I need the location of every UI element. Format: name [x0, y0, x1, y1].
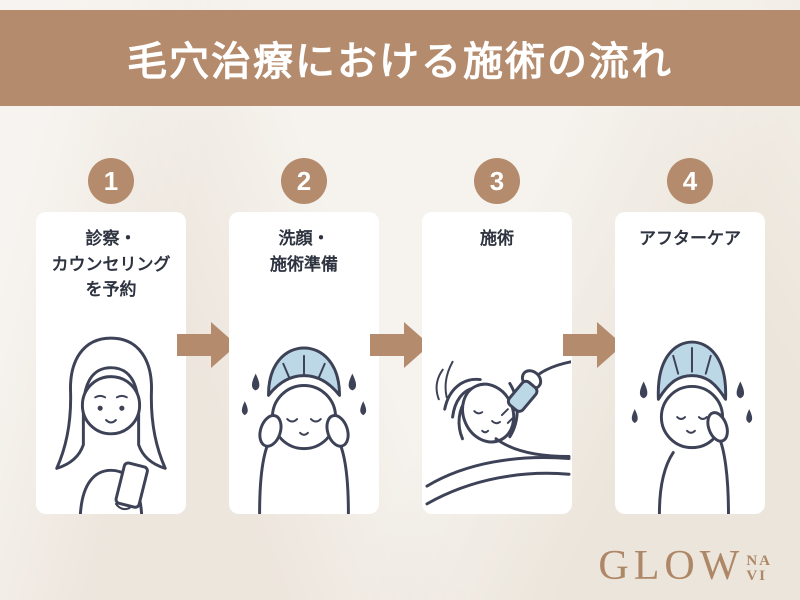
step-label: アフターケア	[639, 229, 741, 248]
logo-sub-top: NA	[746, 553, 772, 569]
arrow-shaft	[563, 334, 597, 356]
woman-receiving-facial-treatment-illustration	[425, 360, 571, 506]
step-number-badge: 1	[88, 158, 134, 204]
step-number-badge: 3	[474, 158, 520, 204]
page-title: 毛穴治療における施術の流れ	[127, 40, 673, 84]
arrow-shaft	[177, 334, 211, 356]
step-label: 洗顔・ 施術準備	[270, 229, 338, 274]
title-banner: 毛穴治療における施術の流れ	[0, 10, 800, 106]
step-column-4: 4 アフターケア	[615, 158, 765, 514]
woman-booking-on-phone-illustration	[55, 336, 167, 514]
step-column-3: 3 施術	[422, 158, 572, 514]
glownavi-logo: GLOW NA VI	[598, 543, 772, 590]
logo-main-text: GLOW	[598, 543, 745, 590]
step-label: 診察・ カウンセリング を予約	[51, 229, 171, 299]
woman-washing-face-illustration	[241, 346, 367, 514]
logo-sub-text: NA VI	[746, 554, 772, 584]
arrow-shaft	[370, 334, 404, 356]
step-column-2: 2 洗顔・ 施術準備	[229, 158, 379, 514]
woman-aftercare-towel-illustration	[631, 340, 753, 514]
step-column-1: 1 診察・ カウンセリング を予約	[36, 158, 186, 514]
step-card: 診察・ カウンセリング を予約	[36, 212, 186, 514]
step-number-badge: 4	[667, 158, 713, 204]
flow-arrow-icon	[563, 322, 623, 368]
flow-arrow-icon	[370, 322, 430, 368]
step-card: 洗顔・ 施術準備	[229, 212, 379, 514]
logo-sub-bottom: VI	[746, 568, 767, 584]
step-number-badge: 2	[281, 158, 327, 204]
step-card: 施術	[422, 212, 572, 514]
step-card: アフターケア	[615, 212, 765, 514]
flow-arrow-icon	[177, 322, 237, 368]
step-label: 施術	[480, 229, 514, 248]
